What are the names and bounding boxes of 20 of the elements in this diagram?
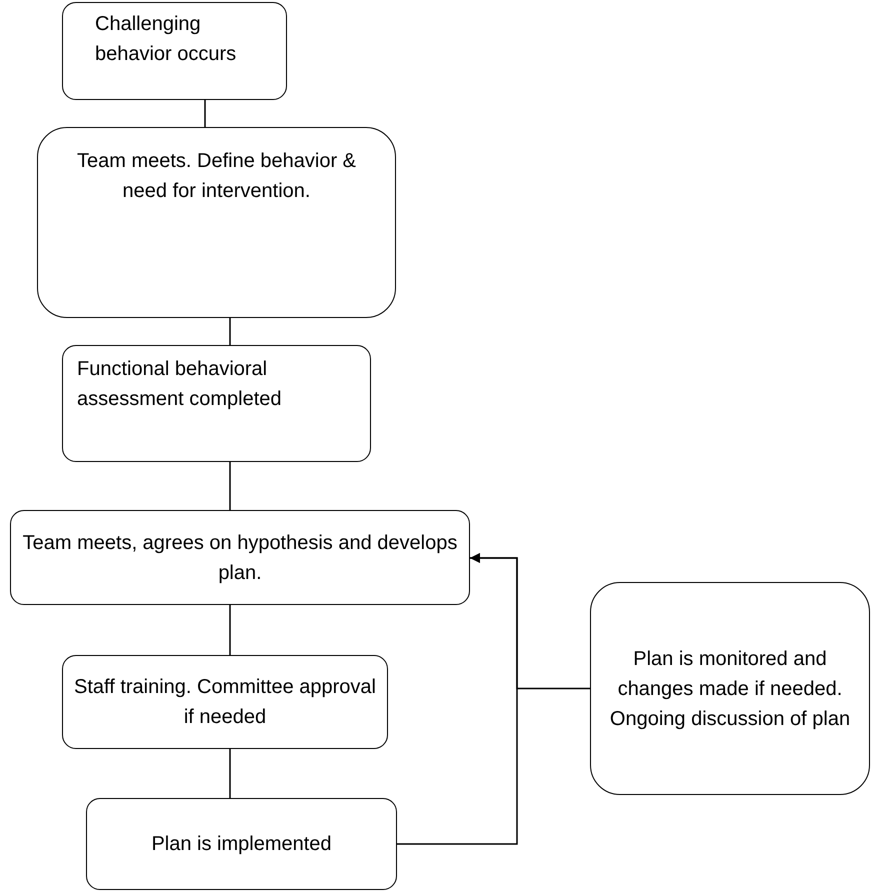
box-text: Plan is implemented	[151, 832, 332, 857]
box-text: Team meets, agrees on hypothesis and develops plan.	[22, 530, 458, 586]
box-text: Functional behavioral assessment completed	[77, 357, 283, 412]
box-text: Staff training. Committee approval if needed	[73, 675, 377, 730]
box-text: Challenging behavior occurs	[95, 12, 238, 67]
box-text: Plan is monitored and changes made if needed. Ongoing discussion of plan	[608, 646, 852, 732]
process-box	[62, 345, 371, 462]
process-box	[37, 127, 396, 318]
arrow	[470, 553, 590, 690]
process-box	[86, 798, 397, 890]
connector-line	[229, 749, 231, 798]
connector-line	[229, 462, 231, 510]
connector-line	[204, 100, 206, 127]
box-text: Team meets. Define behavior & need for intervention.	[76, 149, 358, 204]
process-box	[62, 2, 287, 100]
connector-line	[229, 318, 231, 345]
connector-line	[229, 605, 231, 655]
process-box	[62, 655, 388, 749]
process-box	[590, 582, 870, 795]
process-box	[10, 510, 470, 605]
